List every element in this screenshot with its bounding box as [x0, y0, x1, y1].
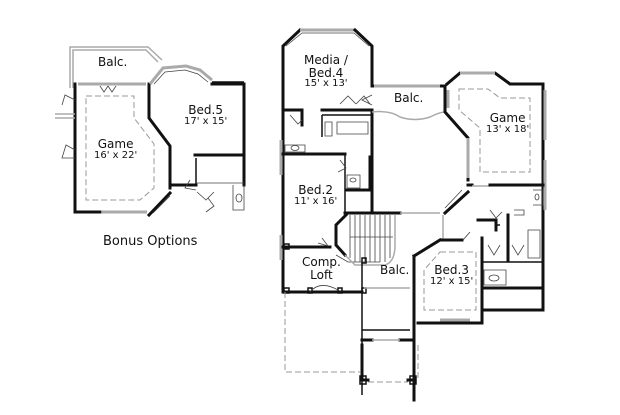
upper-balcony-label: Balc. [394, 91, 424, 105]
bed3-label: Bed.3 12' x 15' [430, 263, 474, 287]
game-room-label: Game 13' x 18' [486, 111, 530, 135]
bed2-label: Bed.2 11' x 16' [294, 183, 338, 207]
bonus-game-room-label: Game 16' x 22' [94, 137, 138, 161]
bonus-bed5-label: Bed.5 17' x 15' [184, 103, 228, 127]
main-plan [279, 27, 547, 402]
lower-balcony-label: Balc. [380, 263, 410, 277]
bonus-plan [55, 46, 246, 218]
bonus-balcony-label: Balc. [98, 55, 128, 69]
bonus-options-caption: Bonus Options [103, 234, 198, 249]
comp-loft-label: Comp. Loft [302, 255, 341, 282]
media-bed4-label: Media / Bed.4 15' x 13' [304, 53, 348, 90]
